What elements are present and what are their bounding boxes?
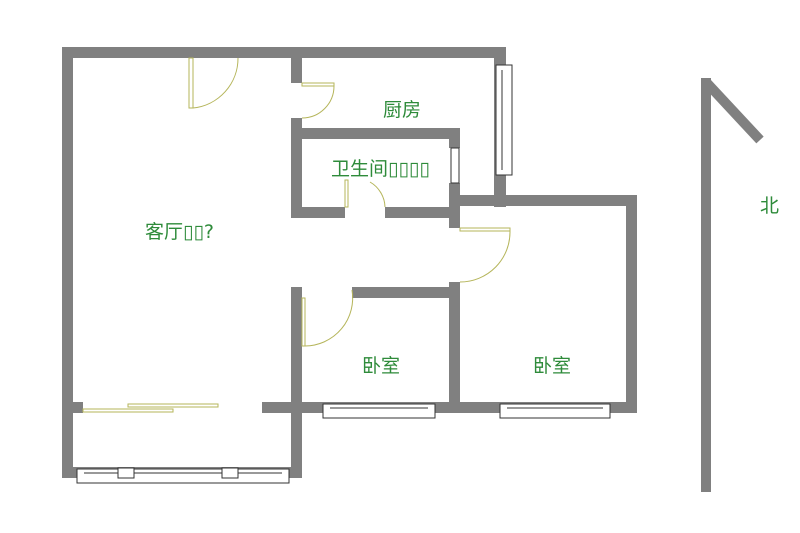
north-label: 北 [760, 195, 780, 217]
doors [82, 57, 511, 413]
living-room-label: 客厅▯▯? [145, 221, 214, 243]
bathroom-label: 卫生间▯▯▯▯ [331, 158, 430, 180]
windows [76, 64, 611, 484]
north-arrow [701, 78, 764, 492]
bedroom-1-label: 卧室 [362, 355, 401, 377]
kitchen-label: 厨房 [383, 99, 422, 121]
bedroom-2-label: 卧室 [533, 355, 572, 377]
